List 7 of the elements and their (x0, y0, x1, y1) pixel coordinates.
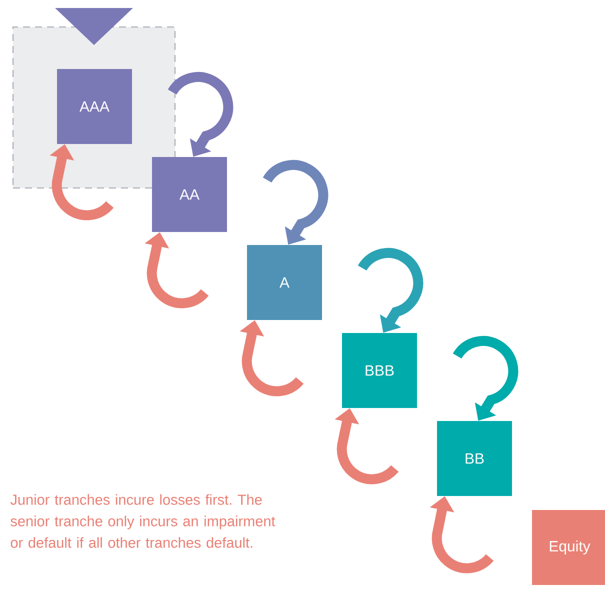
tranche-box: AA (152, 156, 227, 232)
tranche-box: A (247, 244, 322, 320)
tranche-box: Equity (532, 510, 605, 585)
note-text: Junior tranches incure losses first. The senior tranche only incurs an impairment or default if all other tranches default. (10, 494, 276, 548)
tranche-box: BBB (342, 332, 417, 408)
tranche-box: AAA (57, 68, 132, 144)
tranche-box: BB (437, 420, 512, 496)
